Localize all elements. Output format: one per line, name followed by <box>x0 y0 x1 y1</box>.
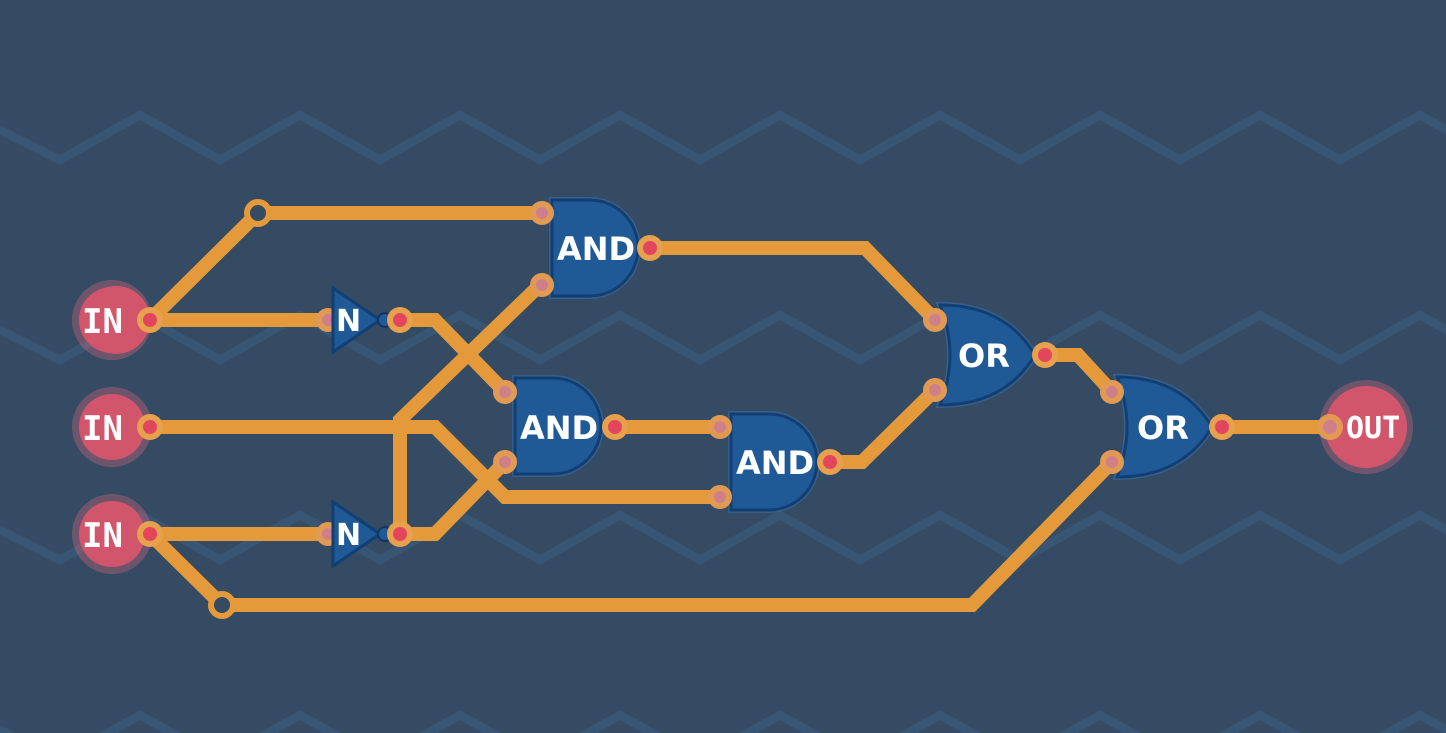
input-label: IN <box>82 302 123 342</box>
and-gate-middle[interactable]: AND <box>493 375 628 477</box>
or-label: OR <box>958 337 1010 375</box>
or-gate-middle[interactable]: OR <box>923 301 1058 409</box>
wire-junction[interactable] <box>208 591 236 619</box>
wire-in3-to-or-final <box>145 457 1118 612</box>
wire-and-top-to-or-mid <box>650 241 941 325</box>
wire-and-right-to-or-mid <box>830 385 940 469</box>
wire-in2-to-and-right <box>150 420 720 504</box>
output-label: OUT <box>1346 411 1400 446</box>
not-label: N <box>336 304 361 339</box>
and-label: AND <box>520 409 598 447</box>
not-label: N <box>336 518 361 553</box>
input-node-3[interactable]: IN <box>72 494 163 574</box>
and-gate-right[interactable]: AND <box>708 411 843 513</box>
background-pattern <box>0 109 1446 733</box>
input-label: IN <box>82 516 123 556</box>
input-label: IN <box>82 409 123 449</box>
or-gate-final[interactable]: OR <box>1100 373 1235 481</box>
and-label: AND <box>736 444 814 482</box>
or-label: OR <box>1137 409 1189 447</box>
wire-not-bottom-to-and-mid <box>400 457 511 541</box>
not-gate-bottom[interactable]: N <box>316 499 413 569</box>
wire-junction[interactable] <box>244 199 272 227</box>
input-node-1[interactable]: IN <box>72 280 163 360</box>
input-node-2[interactable]: IN <box>72 387 163 467</box>
not-gate-top[interactable]: N <box>316 285 413 355</box>
and-label: AND <box>557 230 635 268</box>
and-gate-top[interactable]: AND <box>530 197 663 299</box>
output-node[interactable]: OUT <box>1317 380 1413 474</box>
